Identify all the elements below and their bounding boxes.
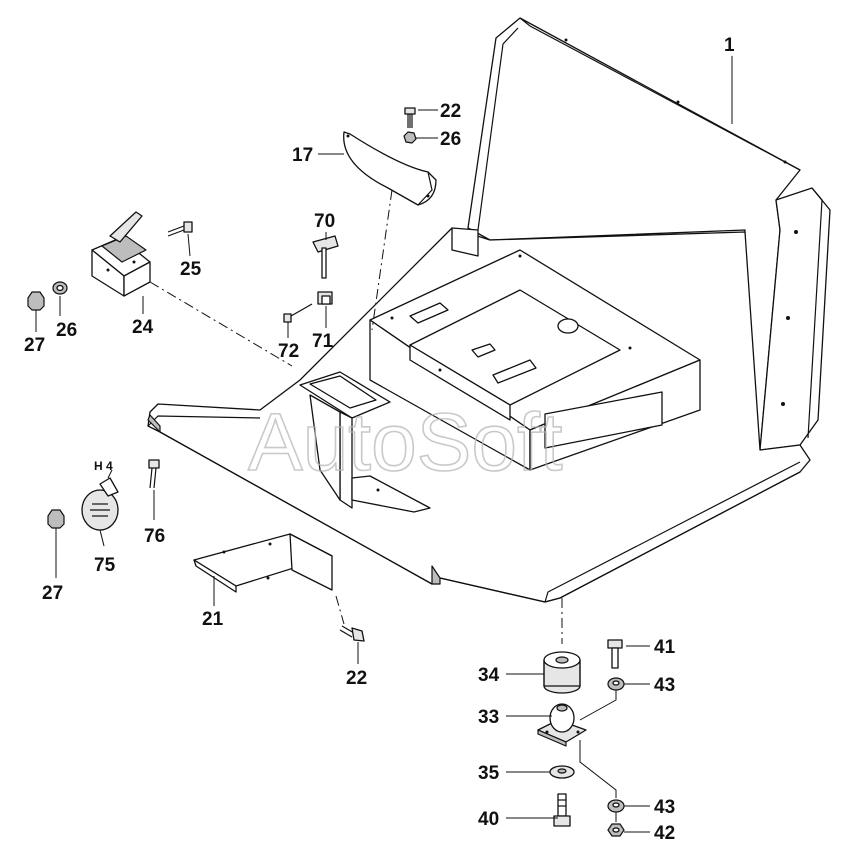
bracket-part-21 — [193, 533, 333, 593]
nut-part-42 — [607, 823, 625, 837]
rotary-switch-part-75 — [81, 477, 119, 531]
label-part-33: 33 — [478, 707, 499, 728]
cap-part-27-bottom — [47, 509, 65, 529]
label-h4: H 4 — [94, 459, 113, 473]
label-part-43-bottom: 43 — [654, 797, 675, 818]
label-part-70: 70 — [314, 211, 335, 232]
label-part-26-top: 26 — [440, 129, 461, 150]
column-bracket — [299, 371, 431, 513]
label-part-27-top: 27 — [24, 335, 45, 356]
label-part-26-left: 26 — [56, 320, 77, 341]
nut-part-26-left — [52, 281, 68, 295]
label-part-1: 1 — [724, 35, 735, 56]
bolt-part-40 — [553, 793, 571, 827]
label-part-71: 71 — [312, 331, 334, 352]
handle-part-70 — [312, 235, 339, 279]
bolt-22-bottom — [339, 625, 365, 642]
screw-part-72 — [283, 303, 313, 323]
label-part-42: 42 — [654, 823, 675, 844]
washer-part-35 — [549, 765, 575, 779]
cover-part-17 — [343, 131, 437, 206]
vibration-damper-part-33 — [537, 703, 587, 747]
label-part-17: 17 — [292, 145, 313, 166]
label-part-76: 76 — [144, 526, 165, 547]
assembly-lines — [149, 189, 617, 822]
screw-part-25 — [167, 221, 193, 237]
part-labels: 1 17 22 26 70 25 24 26 27 72 71 H 4 76 7… — [24, 35, 735, 844]
switch-part-24 — [91, 211, 151, 297]
label-part-22-top: 22 — [440, 101, 461, 122]
washer-part-43-bottom — [607, 799, 625, 813]
label-part-34: 34 — [478, 665, 500, 686]
label-part-25: 25 — [180, 259, 202, 280]
label-part-75: 75 — [94, 555, 116, 576]
rubber-mount-part-34 — [543, 651, 581, 694]
label-part-21: 21 — [202, 609, 224, 630]
watermark-text: AutoSoft — [248, 397, 563, 488]
washer-part-43-top — [607, 677, 625, 691]
screw-part-76 — [148, 459, 160, 489]
label-part-43-top: 43 — [654, 675, 675, 696]
label-part-40: 40 — [478, 809, 499, 830]
label-part-22-bottom: 22 — [346, 668, 367, 689]
label-part-41: 41 — [654, 637, 676, 658]
label-part-24: 24 — [132, 317, 154, 338]
bolt-22-top — [404, 107, 416, 128]
cap-part-27-top — [27, 291, 45, 311]
label-part-27-bottom: 27 — [42, 583, 63, 604]
leader-lines — [35, 56, 733, 833]
label-part-35: 35 — [478, 763, 500, 784]
center-housing — [369, 227, 701, 471]
label-part-72: 72 — [278, 341, 299, 362]
bolt-part-41 — [607, 639, 623, 669]
seat-back-panel-part-1 — [467, 17, 831, 456]
clip-part-71 — [317, 291, 333, 305]
nut-26-top — [403, 131, 417, 144]
